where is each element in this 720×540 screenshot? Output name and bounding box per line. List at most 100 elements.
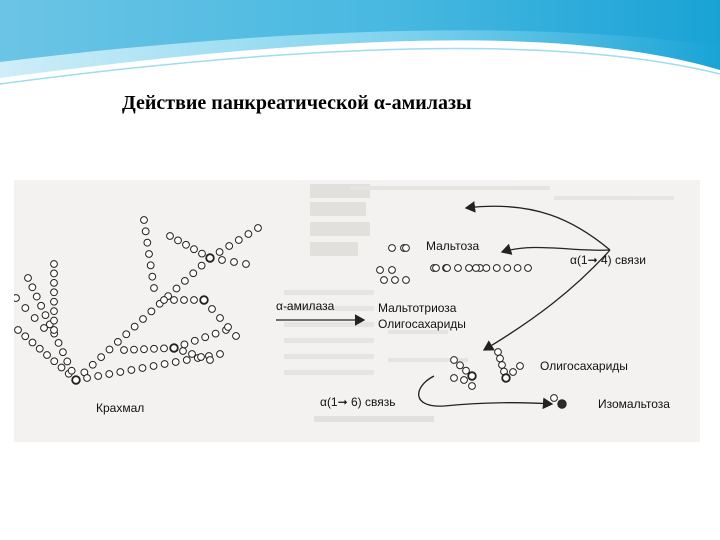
glucose-unit (97, 353, 106, 362)
glucose-unit (496, 354, 504, 363)
glucose-unit (150, 284, 158, 292)
glucose-unit (50, 260, 58, 268)
glucose-unit (57, 363, 66, 372)
glucose-unit (30, 314, 39, 322)
glucose-unit (254, 224, 262, 232)
glucose-unit (180, 276, 189, 285)
glucose-unit (215, 248, 224, 256)
glucose-unit (190, 296, 198, 304)
glucose-unit (24, 274, 32, 282)
glucose-unit (206, 356, 214, 364)
glucose-unit (171, 358, 180, 366)
amylase-diagram: Крахмал α-амилаза Мальтоза α(1➞ 4) связи… (14, 184, 674, 422)
glucose-unit (190, 245, 198, 254)
glucose-unit (465, 264, 473, 272)
glucose-unit (32, 292, 41, 301)
glucose-unit (224, 323, 232, 331)
glucose-unit (216, 350, 224, 358)
glucose-unit (43, 351, 51, 359)
glucose-unit (172, 284, 181, 293)
glucose-unit (140, 345, 148, 354)
glucose-unit (50, 307, 58, 316)
glucose-unit (492, 264, 501, 272)
glucose-unit (67, 366, 76, 375)
glucose-unit (388, 244, 396, 252)
glucose-unit (147, 307, 156, 316)
glucose-unit (141, 227, 150, 236)
oligosaccharides-label: Олигосахариды (378, 317, 466, 331)
glucose-unit (160, 360, 169, 368)
glucose-unit (472, 264, 480, 272)
slide-title: Действие панкреатической α-амилазы (122, 92, 472, 114)
glucose-unit (50, 297, 58, 306)
glucose-unit (206, 254, 214, 262)
glucose-unit (54, 339, 63, 347)
glucose-unit (83, 374, 91, 382)
alpha-1-6-bond-label: α(1➞ 6) связь (320, 395, 396, 409)
glucose-unit (50, 288, 58, 297)
glucose-unit (498, 361, 506, 369)
glucose-unit (225, 242, 234, 250)
glucose-unit (146, 261, 155, 270)
glucose-unit (179, 347, 187, 355)
glucose-unit (72, 376, 80, 384)
glucose-unit (182, 240, 190, 249)
glucose-unit (468, 382, 476, 390)
glucose-unit (524, 264, 532, 272)
glucose-unit (50, 316, 58, 325)
glucose-unit (188, 350, 196, 358)
glucose-unit (143, 238, 152, 247)
glucose-unit (513, 264, 522, 272)
glucose-unit (190, 336, 199, 345)
glucose-unit (170, 296, 178, 304)
glucose-unit (232, 332, 240, 340)
glucose-unit (244, 230, 253, 238)
glucose-unit (63, 357, 72, 366)
glucose-unit (40, 324, 48, 332)
glucose-unit (160, 344, 168, 353)
glucose-unit (130, 345, 138, 354)
glucose-unit (28, 338, 37, 347)
glucose-unit (208, 305, 216, 313)
glucose-unit (149, 362, 158, 370)
maltose-label: Мальтоза (426, 239, 480, 253)
glucose-unit (37, 301, 45, 310)
glucose-unit (516, 362, 524, 370)
glucose-unit (94, 372, 103, 380)
glucose-unit (200, 296, 208, 304)
glucose-unit (138, 364, 147, 372)
glucose-unit (197, 353, 205, 361)
glucose-unit (21, 332, 30, 341)
glucose-unit (170, 344, 178, 352)
glucose-unit (59, 348, 67, 357)
glucose-unit (130, 322, 139, 331)
glucose-unit (150, 344, 158, 353)
glucose-unit (127, 366, 136, 374)
glucose-unit (14, 326, 22, 334)
glucose-unit (116, 368, 125, 376)
glucose-unit (503, 264, 512, 272)
glucose-unit (145, 250, 153, 258)
glucose-unit (105, 345, 114, 354)
glucose-unit (456, 361, 464, 370)
glucose-unit (218, 256, 226, 264)
glucose-unit (50, 357, 59, 366)
glucose-unit (494, 348, 502, 356)
glucose-unit (50, 269, 58, 278)
glucose-unit (509, 368, 517, 376)
glucose-unit (460, 376, 468, 384)
glucose-unit (454, 264, 462, 272)
glucose-unit (450, 356, 458, 364)
starch-branched-molecule (14, 216, 262, 385)
glucose-unit (122, 330, 131, 339)
glucose-unit (35, 344, 44, 353)
glucose-unit (166, 232, 174, 240)
maltotriose-label: Мальтотриоза (378, 301, 457, 315)
product-arrows (418, 201, 611, 410)
glucose-unit (120, 346, 128, 354)
isomaltose-label: Изомальтоза (598, 397, 670, 411)
glucose-unit (201, 333, 210, 342)
glucose-unit (139, 315, 147, 323)
glucose-unit (41, 311, 50, 319)
glucose-unit (468, 372, 476, 380)
